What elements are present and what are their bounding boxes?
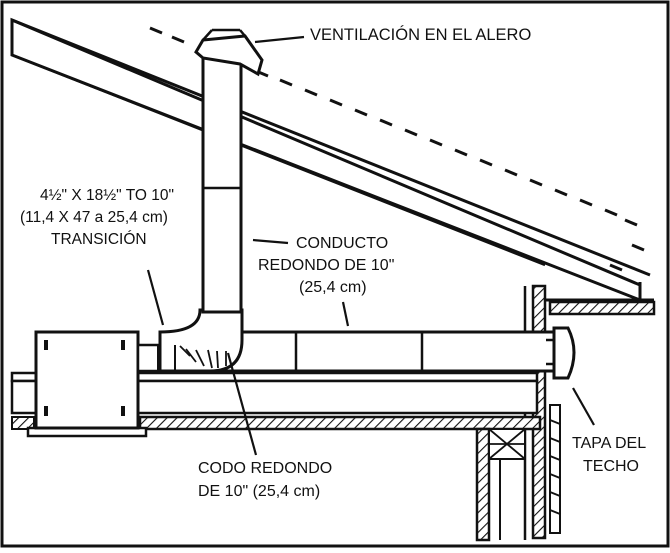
wall-roof-cap [546, 326, 576, 380]
interior-wall [475, 427, 526, 542]
label-duct-line1: CONDUCTO [296, 235, 388, 252]
leader-eave-vent [254, 35, 305, 44]
label-duct-line3: (25,4 cm) [299, 279, 367, 296]
label-roof-cap-line2: TECHO [583, 458, 639, 475]
label-transition-line3: TRANSICIÓN [51, 231, 147, 248]
label-transition-line2: (11,4 X 47 a 25,4 cm) [20, 209, 168, 226]
leader-duct-horizontal [341, 301, 350, 327]
fan-housing [26, 330, 164, 438]
leader-duct [252, 238, 289, 245]
label-roof-cap-line1: TAPA DEL [572, 435, 646, 452]
labels: VENTILACIÓN EN EL ALERO 4½" X 18½" TO 10… [20, 25, 646, 500]
roof [10, 17, 651, 303]
eave-soffit [545, 298, 656, 316]
leader-transition [146, 269, 165, 326]
label-elbow-line1: CODO REDONDO [198, 460, 332, 477]
leader-roof-cap [572, 387, 595, 426]
label-eave-vent: VENTILACIÓN EN EL ALERO [310, 25, 531, 44]
label-transition-line1: 4½" X 18½" TO 10" [40, 187, 174, 204]
leader-elbow [226, 352, 258, 456]
label-elbow-line2: DE 10" (25,4 cm) [198, 483, 320, 500]
roof-shingles [149, 26, 645, 272]
leader-lines [146, 35, 595, 456]
eave-vent-cap [194, 28, 264, 77]
elbow [158, 308, 244, 373]
vertical-duct [201, 50, 243, 314]
label-duct-line2: REDONDO DE 10" [258, 257, 394, 274]
